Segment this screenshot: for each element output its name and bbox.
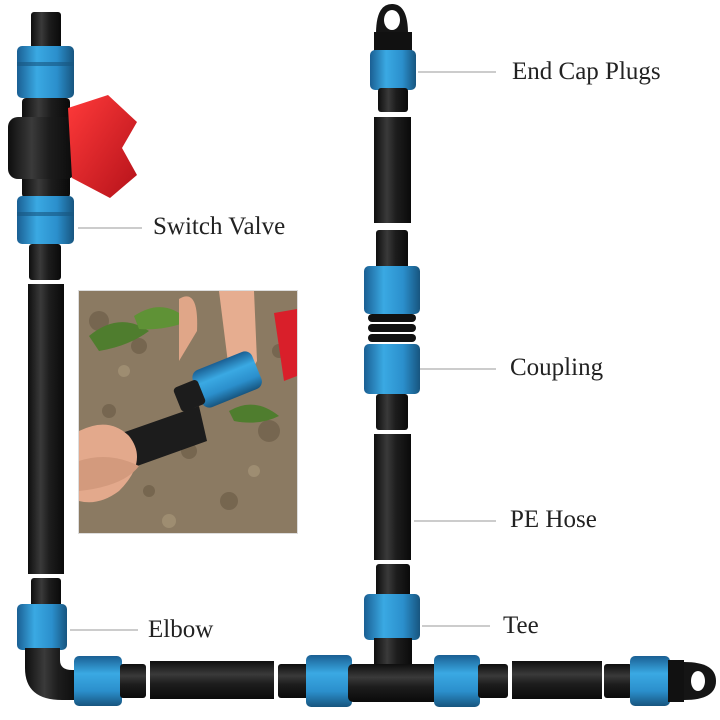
label-pe-hose: PE Hose	[510, 506, 597, 533]
end-cap-plug-top	[370, 4, 416, 112]
label-elbow: Elbow	[148, 616, 214, 643]
pe-hose-bottom-right	[512, 661, 602, 699]
pe-hose-left-vertical	[28, 284, 64, 574]
valve-handle-icon	[68, 95, 137, 198]
label-switch-valve: Switch Valve	[153, 213, 286, 240]
pe-hose-bottom-left	[150, 661, 274, 699]
switch-valve-assembly	[8, 12, 137, 280]
label-end-cap-plugs: End Cap Plugs	[512, 58, 661, 85]
elbow-fitting	[17, 578, 146, 706]
coupling-fitting	[364, 230, 420, 430]
tee-fitting	[278, 564, 508, 707]
label-coupling: Coupling	[510, 354, 604, 381]
pe-hose-right-lower	[374, 434, 411, 560]
pe-hose-right-upper	[374, 117, 411, 223]
end-cap-plug-bottom	[604, 656, 716, 706]
leader-lines	[70, 71, 496, 631]
label-tee: Tee	[503, 612, 539, 639]
inset-photo-hand-connecting-hose	[78, 290, 298, 534]
